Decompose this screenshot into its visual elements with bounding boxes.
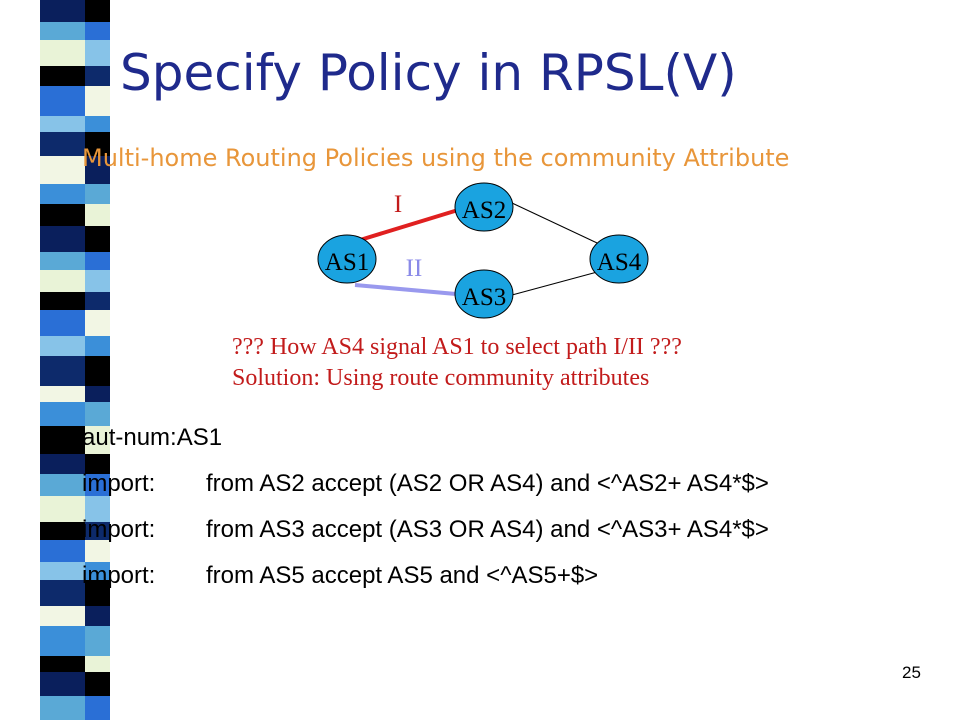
question-line: ??? How AS4 signal AS1 to select path I/… [232, 334, 682, 360]
import-keyword: import: [82, 562, 156, 589]
import-value: from AS2 accept (AS2 OR AS4) and <^AS2+ … [206, 470, 769, 497]
node-as3 [454, 269, 514, 319]
node-as4 [589, 234, 649, 284]
decorative-side-strip [0, 0, 110, 720]
slide-title: Specify Policy in RPSL(V) [120, 44, 737, 102]
node-label-as1: AS1 [325, 249, 369, 276]
path-i-label: I [394, 191, 402, 218]
path-ii-line [354, 283, 457, 296]
as-topology-diagram: AS2 AS1 AS4 AS3 I II [317, 182, 649, 319]
import-value: from AS3 accept (AS3 OR AS4) and <^AS3+ … [206, 516, 769, 543]
page-number: 25 [902, 663, 921, 682]
import-keyword: import: [82, 516, 156, 543]
path-ii-label: II [406, 255, 423, 282]
import-keyword: import: [82, 470, 156, 497]
solution-line: Solution: Using route community attribut… [232, 365, 650, 391]
slide-subtitle: Multi-home Routing Policies using the co… [82, 144, 790, 172]
node-as1 [317, 234, 377, 284]
aut-num-header: aut-num:AS1 [82, 424, 223, 451]
question-block: ??? How AS4 signal AS1 to select path I/… [232, 332, 682, 394]
node-label-as3: AS3 [462, 284, 506, 311]
import-value: from AS5 accept AS5 and <^AS5+$> [206, 562, 599, 589]
node-label-as2: AS2 [462, 197, 506, 224]
node-as2 [454, 182, 514, 232]
path-i-line [359, 208, 459, 242]
node-label-as4: AS4 [597, 249, 642, 276]
edge-as2-as4 [511, 202, 613, 251]
